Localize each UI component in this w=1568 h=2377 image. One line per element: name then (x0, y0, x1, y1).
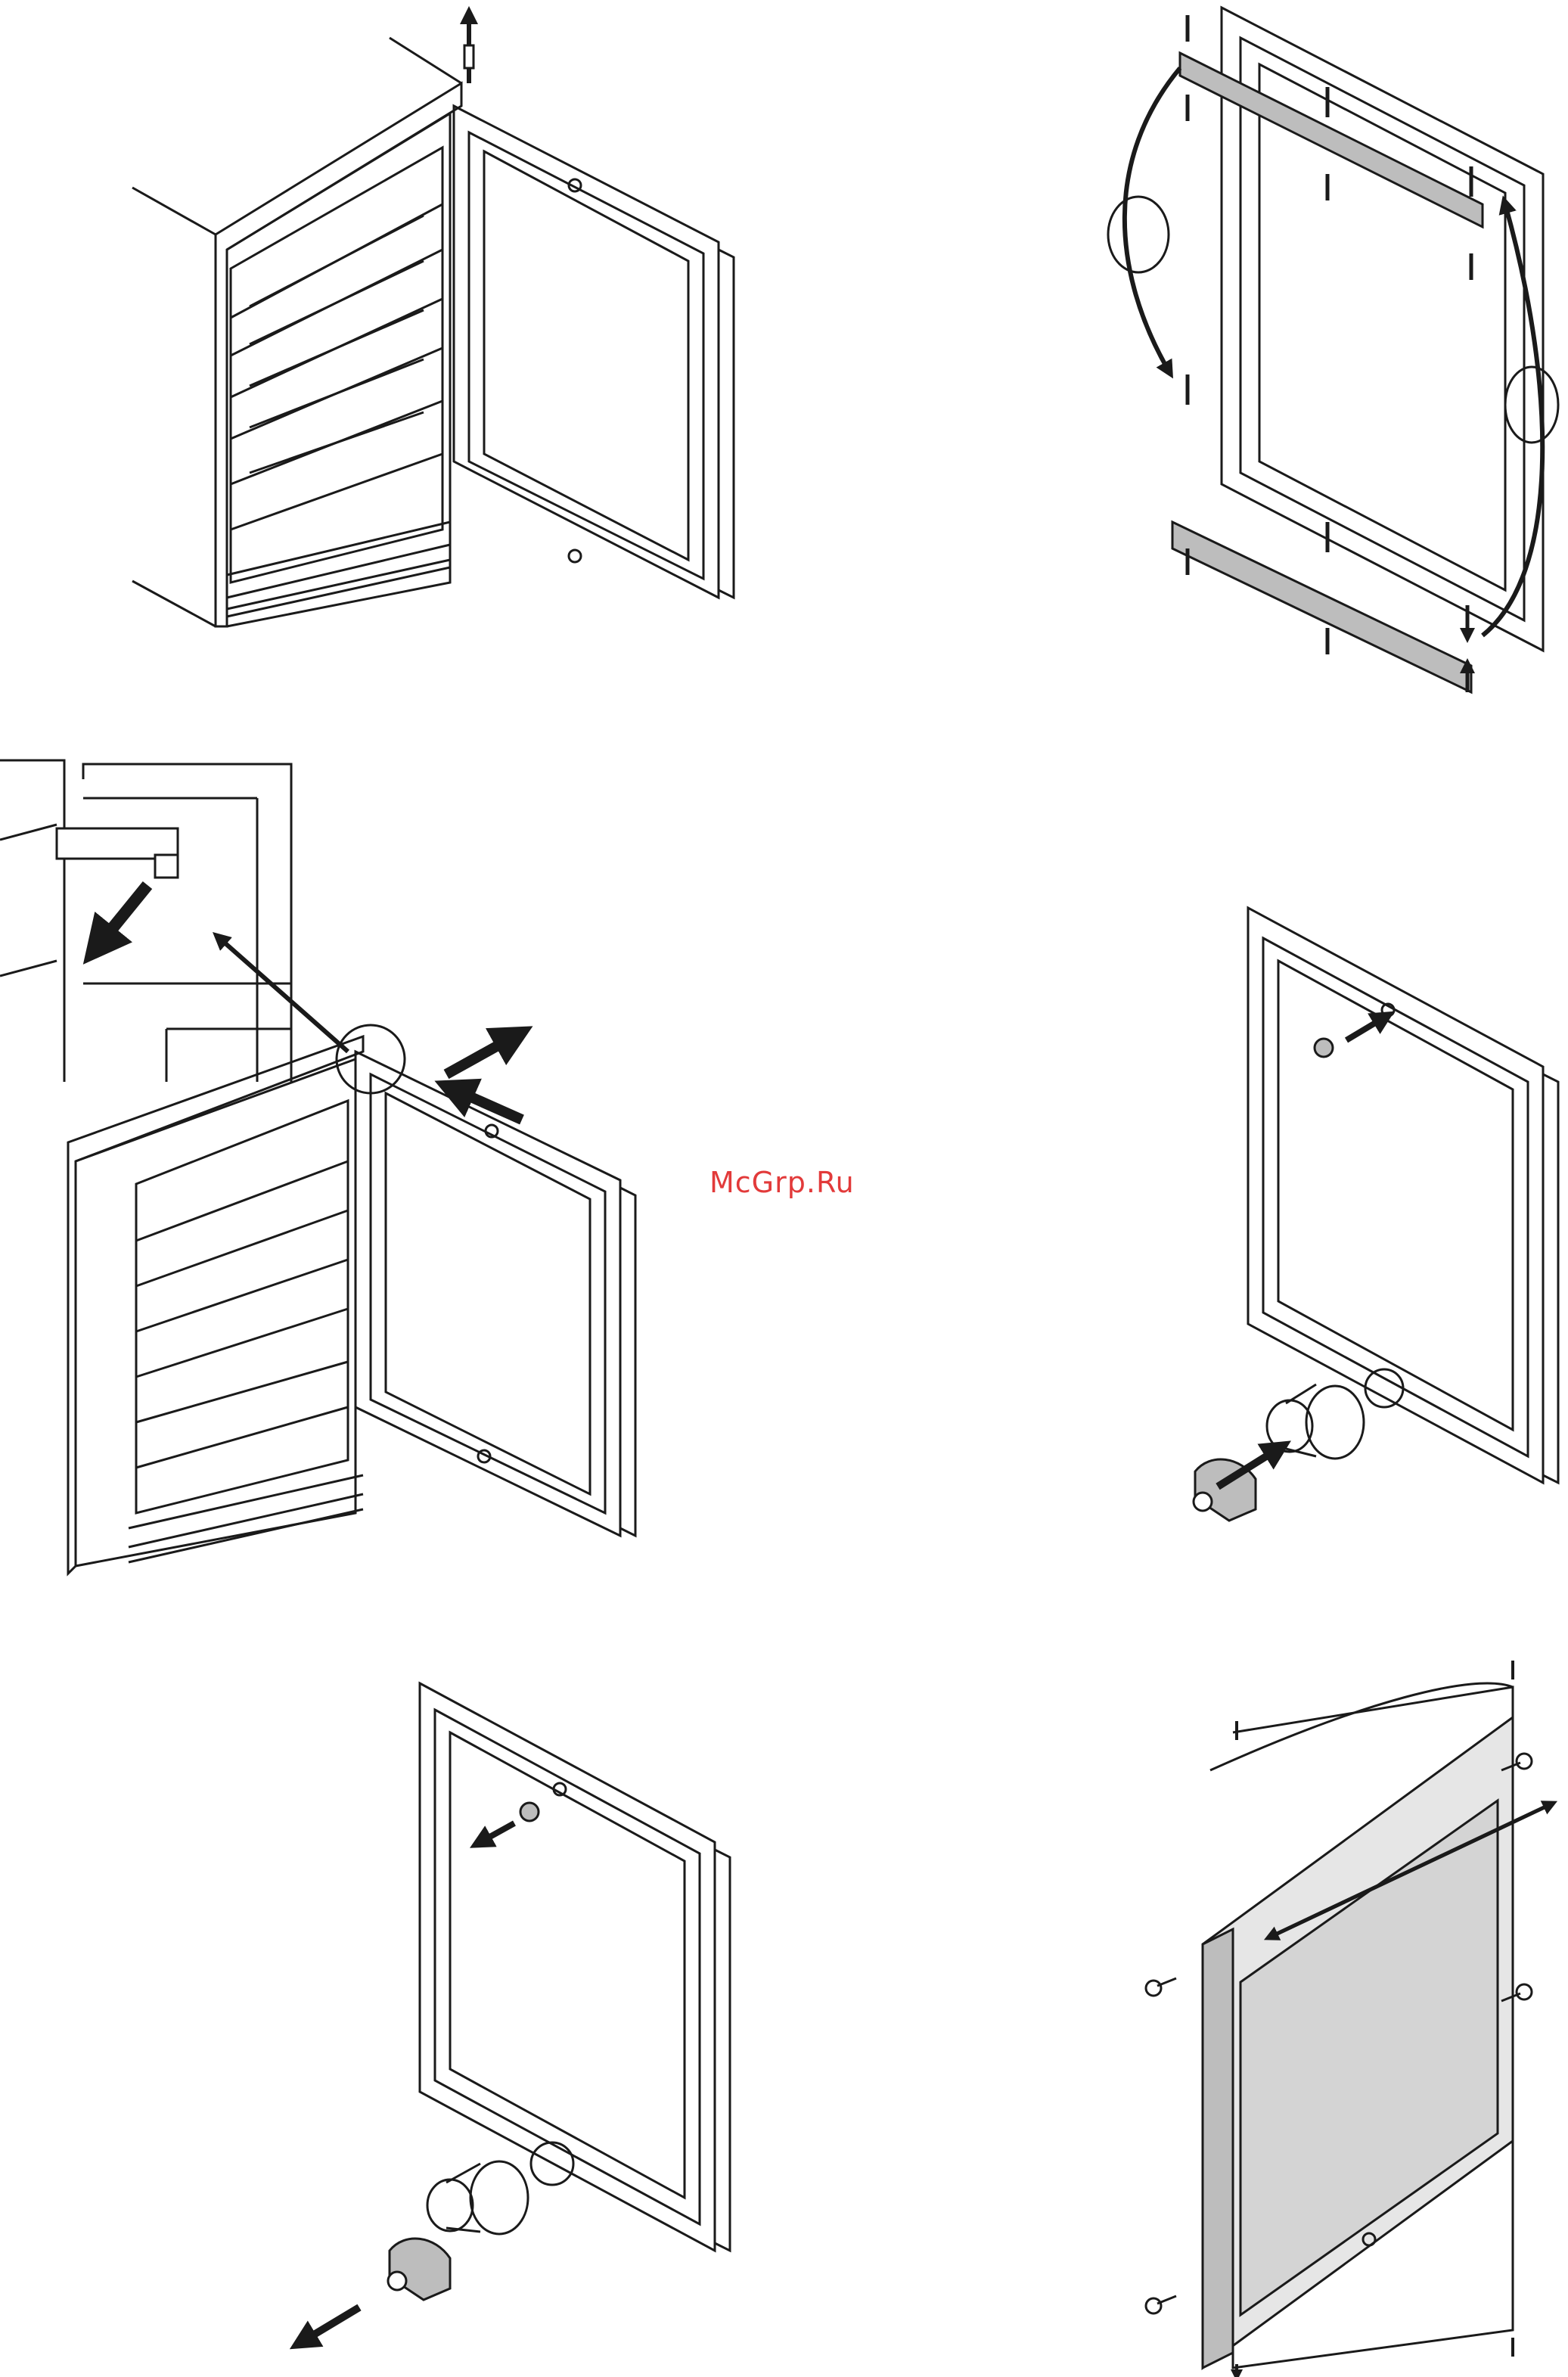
step-2-figure (1108, 8, 1558, 692)
step-3-figure (0, 760, 635, 1574)
step-6-figure (1146, 1661, 1551, 2375)
step-4-figure (1194, 908, 1558, 1521)
step-1-figure (132, 15, 734, 626)
step-5-figure (303, 1683, 730, 2341)
watermark-text: McGrp.Ru (709, 1166, 876, 1199)
